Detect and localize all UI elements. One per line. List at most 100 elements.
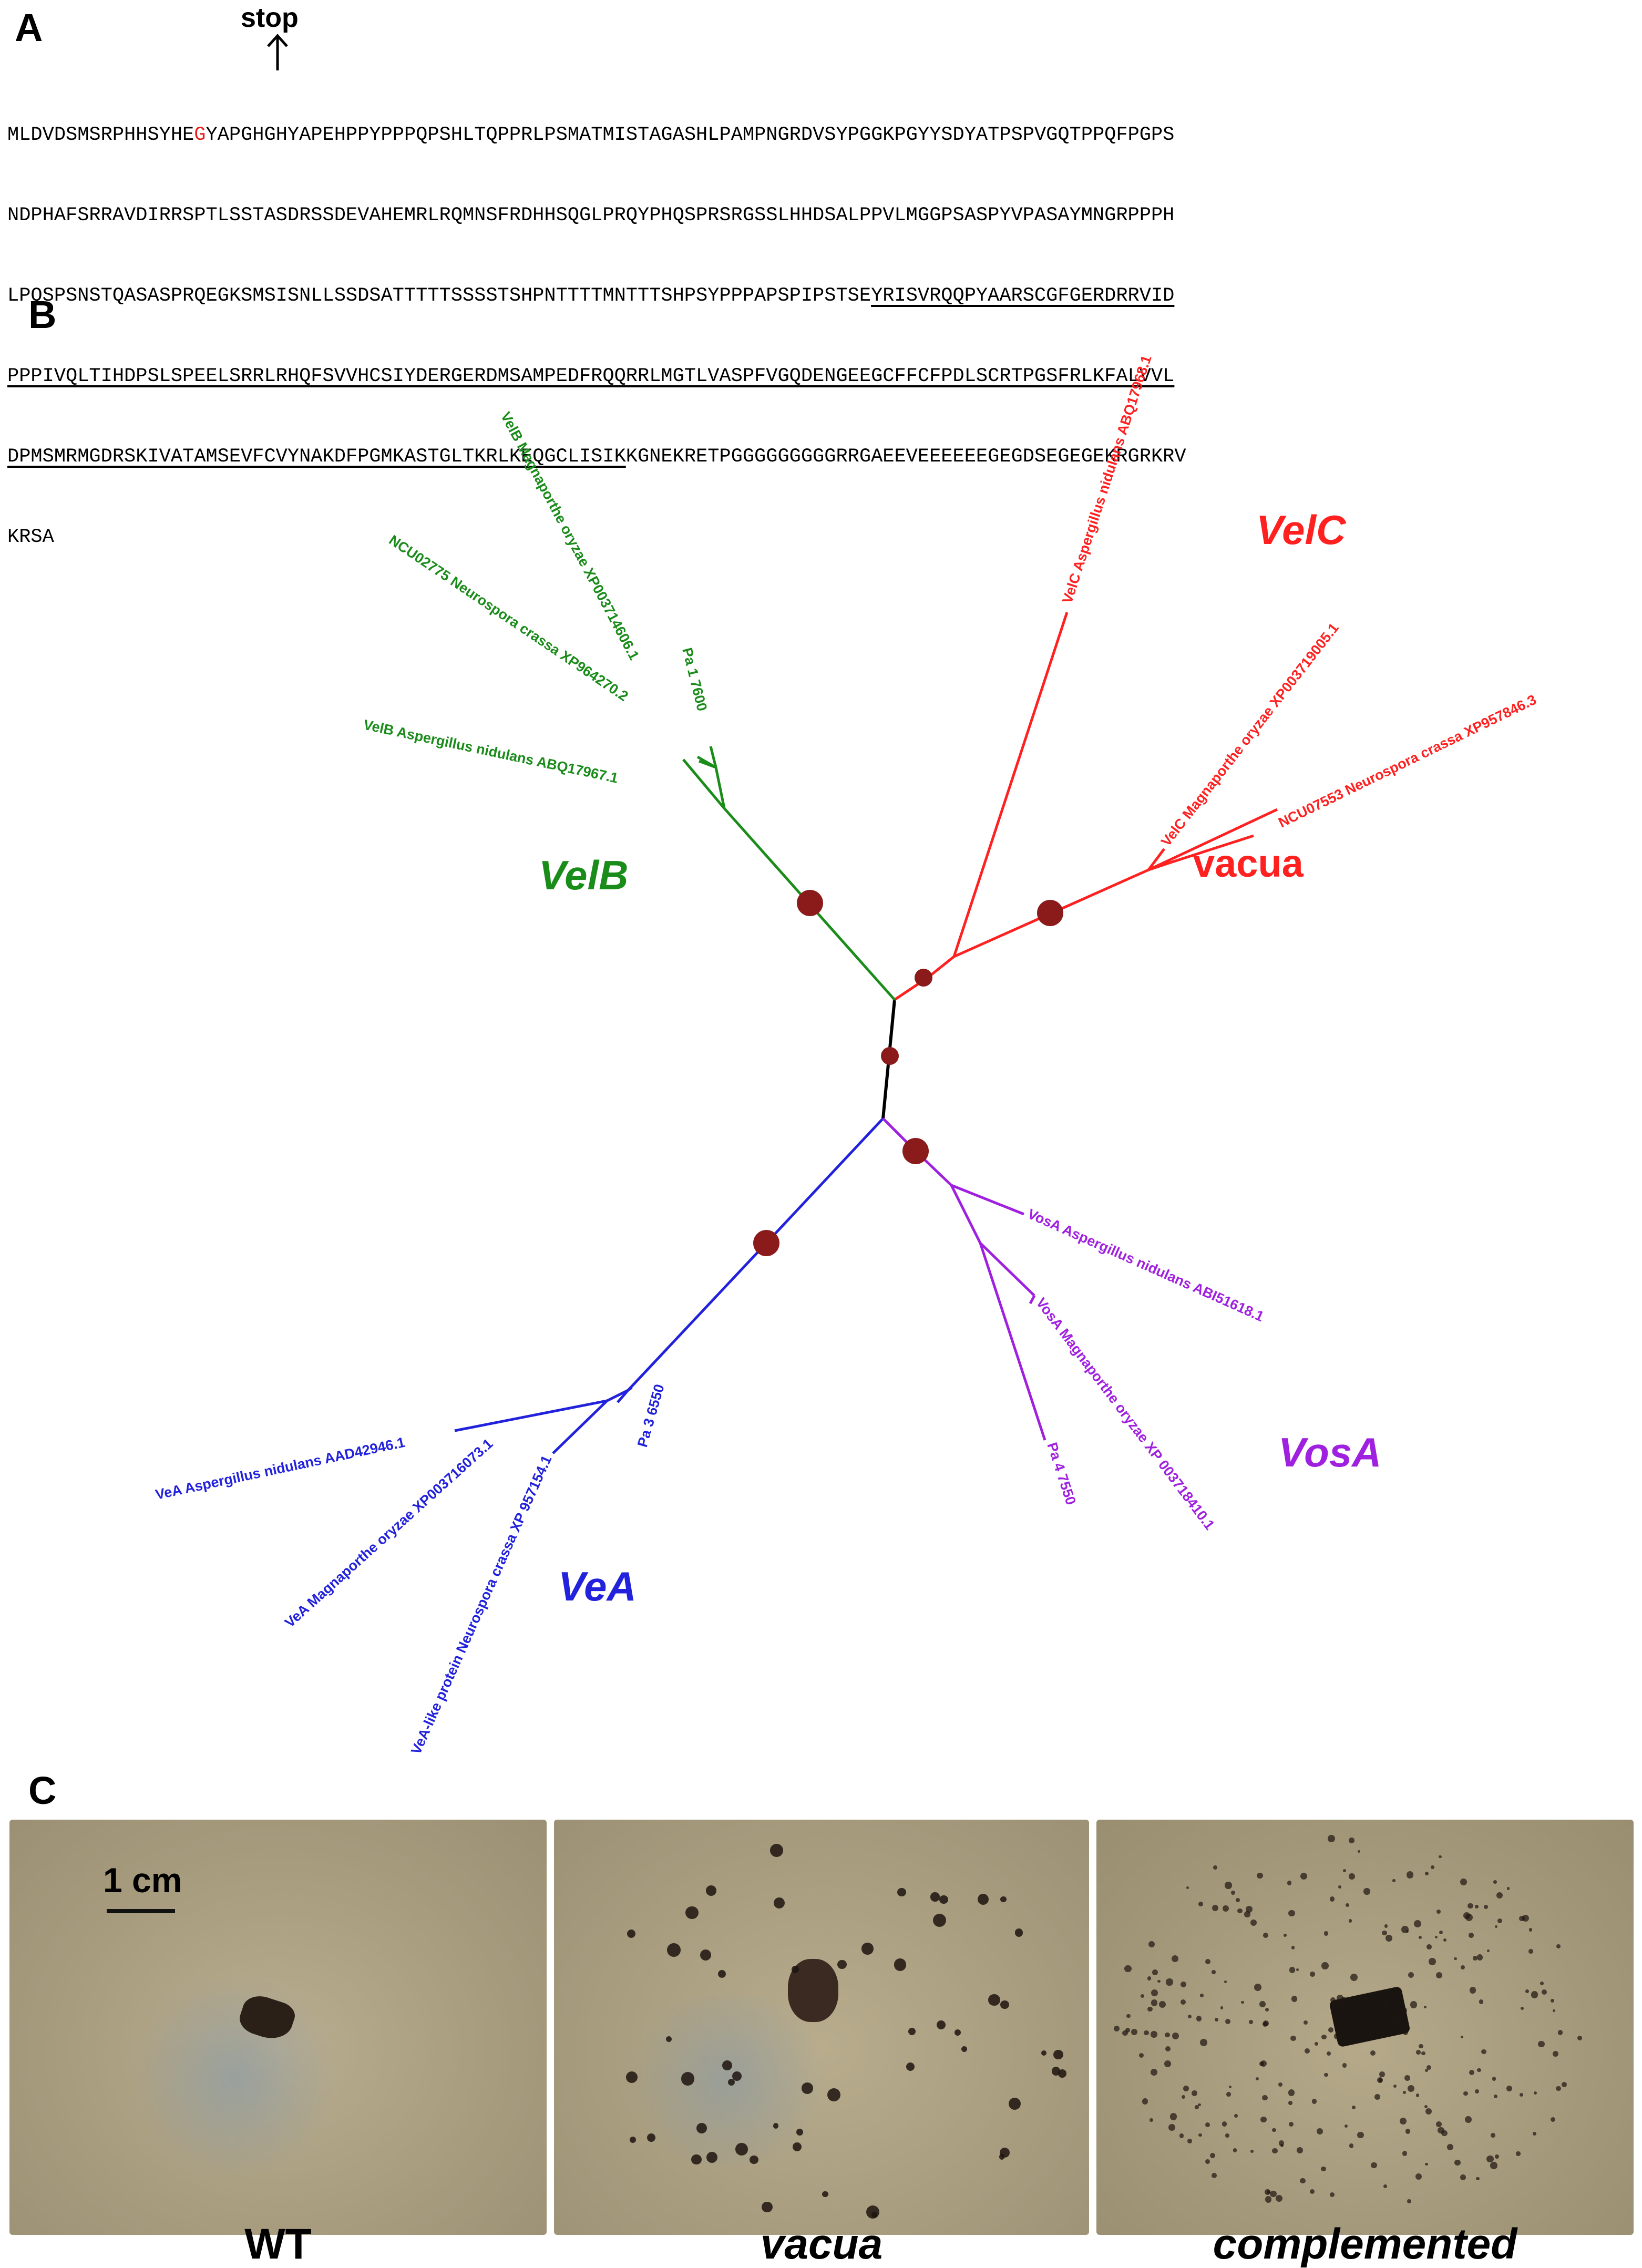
- perithecium-dot: [1425, 1872, 1429, 1876]
- clade-label-velb: VelB: [539, 852, 629, 898]
- perithecium-dot: [792, 2142, 802, 2151]
- perithecium-dot: [1152, 1969, 1158, 1976]
- leaf-label-velb-nc: NCU02775 Neurospora crassa XP964270.2: [386, 532, 631, 704]
- perithecium-dot: [1426, 2065, 1432, 2070]
- perithecium-dot: [1421, 2051, 1425, 2056]
- leaf-label-velb-pa: Pa 1 7600: [679, 646, 710, 713]
- perithecium-dot: [1506, 1887, 1510, 1890]
- sequence-line: DPMSMRMGDRSKIVATAMSEVFCVYNAKDFPGMKASTGLT…: [7, 446, 1186, 468]
- branch: [952, 612, 1069, 957]
- perithecium-dot: [1408, 2085, 1415, 2092]
- perithecium-dot: [1465, 2116, 1472, 2123]
- branch: [714, 767, 726, 809]
- perithecium-dot: [1363, 1888, 1370, 1895]
- perithecium-dot: [932, 1914, 946, 1927]
- perithecium-dot: [837, 1959, 847, 1969]
- perithecium-dot: [722, 2060, 732, 2071]
- perithecium-dot: [627, 1929, 636, 1938]
- perithecium-dot: [1254, 1984, 1261, 1991]
- perithecium-dot: [1425, 2108, 1432, 2115]
- perithecium-dot: [685, 1906, 699, 1920]
- sequence-line: LPQSPSNSTQASASPRQEGKSMSISNLLSSDSATTTTTSS…: [7, 285, 1175, 307]
- perithecium-dot: [1265, 2008, 1269, 2012]
- perithecium-dot: [1528, 1949, 1533, 1954]
- perithecium-dot: [1196, 2016, 1202, 2021]
- perithecium-dot: [1577, 2036, 1582, 2041]
- perithecium-dot: [1520, 2006, 1524, 2010]
- perithecium-dot: [1191, 2090, 1198, 2097]
- perithecium-dot: [1441, 2130, 1448, 2137]
- perithecium-dot: [1348, 1838, 1354, 1844]
- perithecium-dot: [1371, 2162, 1378, 2169]
- perithecium-dot: [696, 2122, 707, 2133]
- perithecium-dot: [1179, 2133, 1184, 2138]
- perithecium-dot: [1475, 2089, 1479, 2093]
- perithecium-dot: [1250, 1920, 1257, 1926]
- branch: [627, 1242, 767, 1391]
- perithecium-dot: [1399, 2117, 1407, 2125]
- perithecium-dot: [1303, 2020, 1308, 2025]
- phylogenetic-tree: VelC Aspergillus nidulans ABQ17968.1 Vel…: [154, 353, 1539, 1757]
- perithecium-dot: [1460, 2174, 1466, 2180]
- perithecium-dot: [1209, 2152, 1215, 2158]
- perithecium-dot: [1198, 1902, 1203, 1907]
- perithecium-dot: [1275, 2194, 1283, 2202]
- perithecium-dot: [1296, 2147, 1304, 2154]
- perithecium-dot: [1551, 1998, 1555, 2003]
- perithecium-dot: [1225, 2133, 1230, 2138]
- perithecium-dot: [1014, 1928, 1023, 1937]
- perithecium-dot: [774, 1897, 785, 1909]
- perithecium-dot: [666, 2036, 672, 2042]
- perithecium-dot: [1198, 2103, 1201, 2107]
- perithecium-dot: [1058, 2069, 1067, 2078]
- perithecium-dot: [1245, 1906, 1253, 1913]
- perithecium-dot: [1287, 1881, 1292, 1885]
- branch: [951, 1184, 1024, 1216]
- perithecium-dot: [861, 1943, 874, 1955]
- perithecium-dot: [1473, 1956, 1477, 1961]
- caption-wt: WT: [244, 2220, 312, 2268]
- perithecium-dot: [1148, 1941, 1155, 1948]
- perithecium-dot: [1493, 1880, 1497, 1884]
- perithecium-dot: [700, 1949, 712, 1961]
- perithecium-dot: [1234, 2113, 1238, 2118]
- perithecium-dot: [954, 2029, 961, 2036]
- perithecium-dot: [1205, 1959, 1210, 1965]
- perithecium-dot: [1263, 1933, 1268, 1938]
- perithecium-dot: [1349, 1919, 1352, 1923]
- perithecium-dot: [1215, 2018, 1219, 2022]
- perithecium-dot: [1427, 1944, 1432, 1949]
- perithecium-dot: [1124, 1965, 1132, 1973]
- branch: [709, 746, 717, 768]
- perithecium-dot: [1561, 2082, 1567, 2088]
- perithecium-dot: [1310, 1972, 1315, 1977]
- perithecium-dot: [1169, 2113, 1177, 2120]
- perithecium-dot: [1321, 1962, 1329, 1969]
- velvet-domain-segment: YRISVRQQPYAARSCGFGERDRRVID: [871, 285, 1175, 307]
- perithecium-dot: [1324, 2072, 1328, 2077]
- perithecium-dot: [1180, 1981, 1187, 1988]
- perithecium-dot: [1200, 1994, 1204, 1997]
- perithecium-dot: [1494, 2094, 1498, 2099]
- perithecium-dot: [1414, 1920, 1422, 1927]
- perithecium-dot: [1157, 1979, 1161, 1983]
- perithecium-dot: [1205, 2122, 1210, 2128]
- perithecium-dot: [1304, 2048, 1310, 2054]
- perithecium-dot: [939, 1895, 948, 1904]
- branch: [1147, 848, 1165, 871]
- perithecium-dot: [1186, 1886, 1189, 1890]
- perithecium-dot: [796, 2129, 803, 2136]
- perithecia-dots: [1096, 1820, 1634, 2235]
- perithecium-dot: [1428, 1957, 1436, 1965]
- perithecium-dot: [1506, 2086, 1512, 2091]
- perithecium-dot: [1350, 1974, 1358, 1981]
- perithecium-dot: [1404, 2075, 1410, 2081]
- perithecium-dot: [1516, 2151, 1521, 2156]
- perithecium-dot: [667, 1943, 681, 1957]
- perithecium-dot: [1479, 1999, 1484, 2005]
- perithecium-dot: [1291, 1996, 1298, 2002]
- perithecium-dot: [1352, 2106, 1356, 2110]
- perithecium-dot: [1051, 2067, 1061, 2076]
- velvet-domain-segment: PPPIVQLTIHDPSLSPEELSRRLRHQFSVVHCSIYDERGE…: [7, 365, 1175, 387]
- perithecium-dot: [1180, 1999, 1186, 2005]
